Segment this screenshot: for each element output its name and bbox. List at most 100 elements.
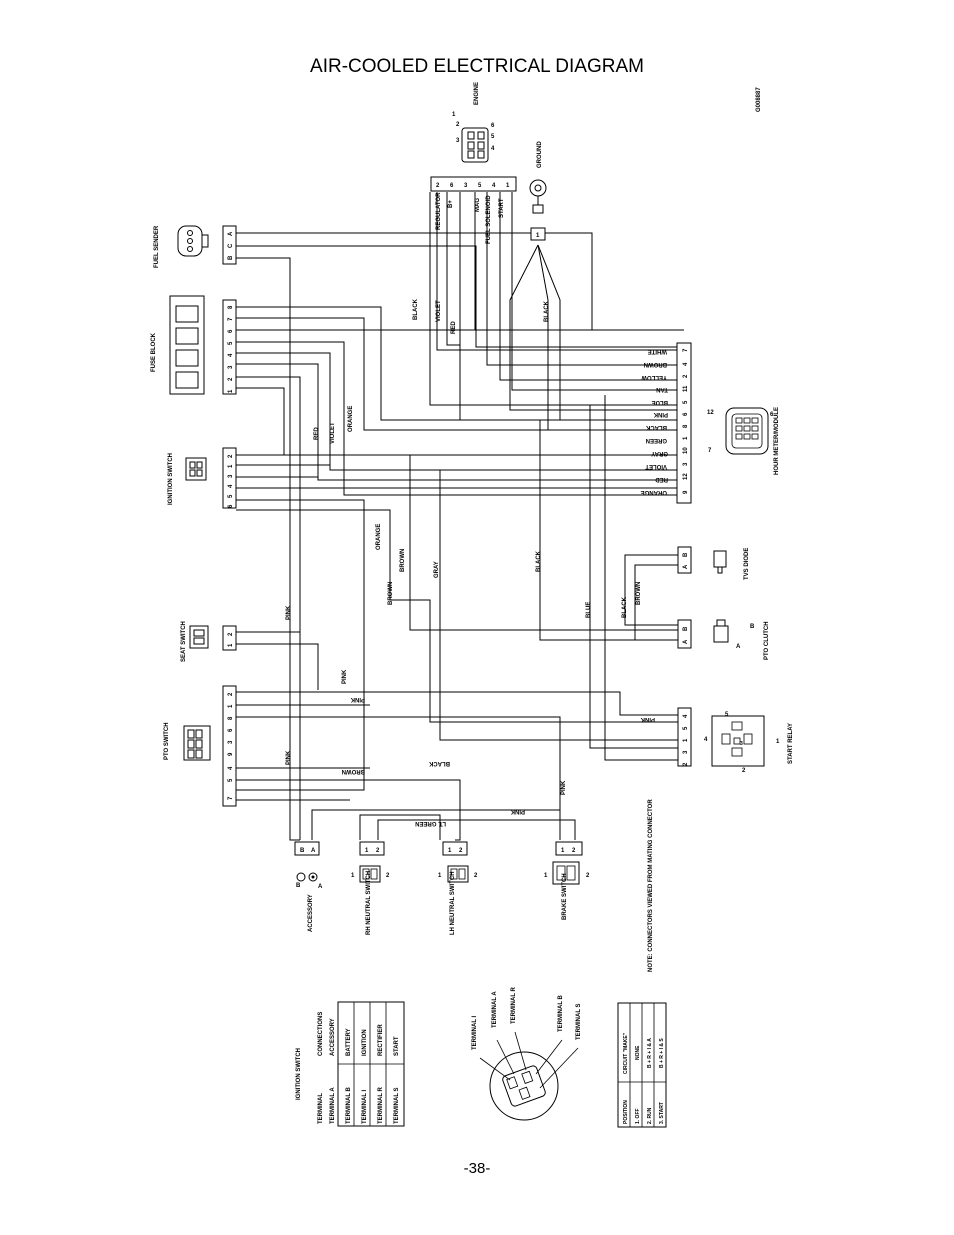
engine-pin-label: 6 (491, 123, 495, 129)
svg-text:2: 2 (683, 374, 689, 378)
svg-text:5: 5 (228, 778, 234, 782)
start-relay-connector: 4 5 1 3 2 (677, 707, 692, 767)
engine-pin-label: 2 (456, 122, 460, 128)
svg-text:7: 7 (228, 796, 234, 800)
brake-switch-connector: 1 2 (555, 841, 583, 856)
svg-text:1: 1 (776, 739, 780, 745)
seat-switch-connector: 2 1 (222, 625, 237, 651)
hour-meter-wire-labels: WHITE BROWN YELLOW TAN BLUE PINK BLACK G… (641, 348, 668, 495)
svg-text:BROWN: BROWN (400, 549, 406, 572)
svg-text:7: 7 (228, 317, 234, 321)
svg-text:2: 2 (572, 848, 576, 854)
key-switch-face-icon (479, 1031, 579, 1121)
svg-text:2: 2 (228, 632, 234, 636)
svg-text:1: 1 (544, 873, 548, 879)
svg-text:B: B (750, 624, 755, 630)
svg-text:3: 3 (228, 740, 234, 744)
svg-text:3: 3 (228, 474, 234, 478)
svg-text:1: 1 (351, 873, 355, 879)
svg-text:2: 2 (228, 454, 234, 458)
terminal-labels: TERMINAL I TERMINAL A TERMINAL R TERMINA… (472, 986, 582, 1050)
svg-text:PINK: PINK (510, 808, 525, 814)
svg-text:12: 12 (707, 410, 714, 416)
svg-text:A: A (736, 644, 741, 650)
wires (236, 192, 684, 841)
svg-text:2: 2 (228, 377, 234, 381)
svg-text:1: 1 (438, 873, 442, 879)
svg-text:RED: RED (451, 321, 457, 334)
svg-text:LT. GREEN: LT. GREEN (415, 820, 446, 826)
fuel-sender-icon (177, 225, 209, 257)
ignition-switch-table: IGNITION SWITCH TERMINAL CONNECTIONS TER… (296, 1001, 405, 1127)
svg-text:8: 8 (228, 305, 234, 309)
svg-text:ACCESSORY: ACCESSORY (330, 1018, 336, 1056)
svg-text:IGNITION SWITCH: IGNITION SWITCH (296, 1048, 302, 1100)
svg-text:3: 3 (683, 750, 689, 754)
page-number: -38- (463, 1160, 491, 1177)
svg-text:ORANGE: ORANGE (348, 406, 354, 432)
svg-text:6: 6 (228, 728, 234, 732)
svg-text:1: 1 (228, 389, 234, 393)
connector-note: NOTE: CONNECTORS VIEWED FROM MATING CONN… (648, 799, 654, 972)
svg-text:4: 4 (704, 737, 708, 743)
svg-text:TERMINAL A: TERMINAL A (492, 991, 498, 1028)
seat-switch-label: SEAT SWITCH (181, 621, 187, 662)
fuse-block-label: FUSE BLOCK (151, 332, 157, 372)
pto-switch-label: PTO SWITCH (164, 722, 170, 760)
rh-neutral-icon: 1 2 (351, 865, 390, 883)
engine-connector-icon (461, 127, 489, 163)
svg-text:B: B (296, 883, 301, 889)
position-table: POSITION CIRCUIT "MAKE" 1. OFF NONE 2. R… (617, 1002, 667, 1128)
brake-switch-label: BRAKE SWITCH (562, 873, 568, 920)
svg-text:6: 6 (228, 504, 234, 508)
svg-text:BROWN: BROWN (636, 582, 642, 605)
svg-text:BLACK: BLACK (536, 550, 542, 572)
svg-text:2: 2 (386, 873, 390, 879)
svg-text:7: 7 (683, 348, 689, 352)
svg-text:BROWN: BROWN (388, 582, 394, 605)
svg-text:B+: B+ (448, 200, 454, 208)
ground-icon: 1 (529, 179, 547, 241)
fuel-sender-label: FUEL SENDER (154, 225, 160, 268)
svg-text:TERMINAL B: TERMINAL B (346, 1086, 352, 1124)
tvs-diode-connector: B A (677, 546, 692, 574)
svg-text:5: 5 (683, 400, 689, 404)
wire-label-tan: TAN (656, 386, 668, 392)
wire-label-brown: BROWN (644, 361, 667, 367)
svg-text:2: 2 (376, 848, 380, 854)
svg-text:3: 3 (740, 741, 743, 747)
svg-text:A: A (683, 564, 689, 569)
svg-text:1: 1 (365, 848, 369, 854)
svg-text:4: 4 (228, 484, 234, 488)
svg-text:BLACK: BLACK (622, 596, 628, 618)
wire-label-orange: ORANGE (641, 489, 667, 495)
svg-text:RECTIFIER: RECTIFIER (378, 1024, 384, 1056)
svg-text:B + R + I & S: B + R + I & S (659, 1038, 665, 1068)
svg-text:4: 4 (492, 183, 496, 189)
svg-text:6: 6 (228, 329, 234, 333)
page-title: AIR-COOLED ELECTRICAL DIAGRAM (310, 56, 644, 77)
svg-text:5: 5 (478, 183, 482, 189)
svg-text:REGULATOR: REGULATOR (436, 192, 442, 230)
svg-text:1: 1 (228, 704, 234, 708)
engine-harness-connector: 2 6 3 5 4 1 REGULATOR B+ MAG FUEL SOLENO… (430, 176, 517, 244)
svg-text:8: 8 (228, 716, 234, 720)
svg-text:PINK: PINK (342, 669, 348, 684)
svg-text:1: 1 (683, 436, 689, 440)
engine-pin-label: 5 (491, 134, 495, 140)
svg-text:TERMINAL R: TERMINAL R (511, 986, 517, 1024)
svg-text:MAG: MAG (475, 198, 481, 212)
svg-text:2: 2 (586, 873, 590, 879)
svg-text:8: 8 (683, 424, 689, 428)
svg-text:PINK: PINK (286, 605, 292, 620)
svg-text:VIOLET: VIOLET (330, 422, 336, 444)
svg-text:7: 7 (708, 448, 712, 454)
wire-label-white: WHITE (648, 348, 667, 354)
svg-text:PINK: PINK (640, 716, 655, 722)
svg-text:TERMINAL S: TERMINAL S (394, 1087, 400, 1124)
pto-clutch-label: PTO CLUTCH (764, 621, 770, 660)
svg-text:2. RUN: 2. RUN (647, 1107, 653, 1124)
svg-text:4: 4 (228, 353, 234, 357)
svg-text:TERMINAL I: TERMINAL I (472, 1015, 478, 1050)
svg-text:6: 6 (770, 412, 774, 418)
